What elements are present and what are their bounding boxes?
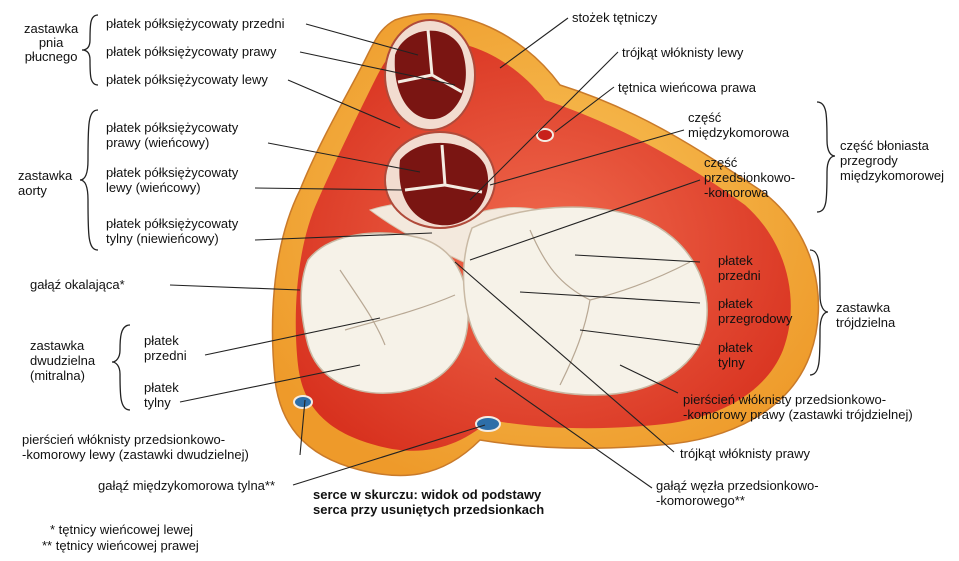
footnote-right-coronary: ** tętnicy wieńcowej prawej — [42, 538, 199, 554]
label-left-fibrous-ring: pierścień włóknisty przedsionkowo- -komo… — [22, 432, 249, 462]
label-atrioventricular-line1: część — [704, 155, 795, 170]
label-mitral-posterior-line1: płatek — [144, 380, 179, 395]
label-atrioventricular-part: część przedsionkowo- -komorowa — [704, 155, 795, 200]
label-av-node-branch: gałąź węzła przedsionkowo- -komorowego** — [656, 478, 819, 508]
label-pulm-anterior: płatek półksiężycowaty przedni — [106, 16, 284, 31]
label-aortic-left-line1: płatek półksiężycowaty — [106, 165, 238, 180]
label-tricuspid-anterior: płatek przedni — [718, 253, 761, 283]
label-av-node-line1: gałąź węzła przedsionkowo- — [656, 478, 819, 493]
label-tricuspid-posterior-line1: płatek — [718, 340, 753, 355]
figure-caption: serce w skurczu: widok od podstawy serca… — [313, 487, 544, 517]
group-pulmonary-line1: zastawka — [24, 22, 78, 36]
label-mitral-anterior: płatek przedni — [144, 333, 187, 363]
label-conus: stożek tętniczy — [572, 10, 657, 25]
label-interventricular-line1: część — [688, 110, 789, 125]
group-tricuspid-line1: zastawka — [836, 300, 895, 315]
label-right-fibrous-ring-line2: -komorowy prawy (zastawki trójdzielnej) — [683, 407, 913, 422]
label-tricuspid-septal-line1: płatek — [718, 296, 792, 311]
group-pulmonary-line2: pnia — [24, 36, 78, 50]
label-left-fibrous-trigone: trójkąt włóknisty lewy — [622, 45, 743, 60]
label-tricuspid-anterior-line2: przedni — [718, 268, 761, 283]
label-right-fibrous-ring: pierścień włóknisty przedsionkowo- -komo… — [683, 392, 913, 422]
label-tricuspid-anterior-line1: płatek — [718, 253, 761, 268]
group-mitral-line3: (mitralna) — [30, 368, 95, 383]
label-tricuspid-posterior-line2: tylny — [718, 355, 753, 370]
posterior-interventricular-vessel-icon — [476, 417, 500, 431]
label-mitral-posterior: płatek tylny — [144, 380, 179, 410]
label-aortic-right-line2: prawy (wieńcowy) — [106, 135, 238, 150]
footnotes: * tętnicy wieńcowej lewej ** tętnicy wie… — [42, 522, 199, 554]
group-pulmonary-valve: zastawka pnia płucnego — [24, 22, 78, 64]
group-aortic-line2: aorty — [18, 183, 72, 198]
group-tricuspid-valve: zastawka trójdzielna — [836, 300, 895, 330]
label-aortic-left: płatek półksiężycowaty lewy (wieńcowy) — [106, 165, 238, 195]
caption-line1: serce w skurczu: widok od podstawy — [313, 487, 544, 502]
label-aortic-posterior-line2: tylny (niewieńcowy) — [106, 231, 238, 246]
label-tricuspid-posterior: płatek tylny — [718, 340, 753, 370]
brace-pulmonary — [82, 15, 98, 85]
group-membranous-line3: międzykomorowej — [840, 168, 944, 183]
group-aortic-valve: zastawka aorty — [18, 168, 72, 198]
label-left-fibrous-ring-line1: pierścień włóknisty przedsionkowo- — [22, 432, 249, 447]
label-interventricular-line2: międzykomorowa — [688, 125, 789, 140]
brace-membranous — [817, 102, 835, 212]
label-mitral-anterior-line2: przedni — [144, 348, 187, 363]
brace-mitral — [112, 325, 130, 410]
group-pulmonary-line3: płucnego — [24, 50, 78, 64]
label-right-fibrous-trigone: trójkąt włóknisty prawy — [680, 446, 810, 461]
circumflex-vessel-icon — [294, 396, 312, 408]
group-membranous-line2: przegrody — [840, 153, 944, 168]
footnote-left-coronary: * tętnicy wieńcowej lewej — [42, 522, 199, 538]
group-membranous-line1: część błoniasta — [840, 138, 944, 153]
label-atrioventricular-line3: -komorowa — [704, 185, 795, 200]
label-atrioventricular-line2: przedsionkowo- — [704, 170, 795, 185]
brace-aortic — [80, 110, 98, 250]
label-pulm-right: płatek półksiężycowaty prawy — [106, 44, 277, 59]
label-aortic-posterior: płatek półksiężycowaty tylny (niewieńcow… — [106, 216, 238, 246]
group-aortic-line1: zastawka — [18, 168, 72, 183]
group-tricuspid-line2: trójdzielna — [836, 315, 895, 330]
label-left-fibrous-ring-line2: -komorowy lewy (zastawki dwudzielnej) — [22, 447, 249, 462]
caption-line2: serca przy usuniętych przedsionkach — [313, 502, 544, 517]
label-circumflex: gałąź okalająca* — [30, 277, 125, 292]
label-aortic-posterior-line1: płatek półksiężycowaty — [106, 216, 238, 231]
label-aortic-right: płatek półksiężycowaty prawy (wieńcowy) — [106, 120, 238, 150]
label-aortic-left-line2: lewy (wieńcowy) — [106, 180, 238, 195]
group-mitral-valve: zastawka dwudzielna (mitralna) — [30, 338, 95, 383]
label-pulm-left: płatek półksiężycowaty lewy — [106, 72, 268, 87]
label-right-fibrous-ring-line1: pierścień włóknisty przedsionkowo- — [683, 392, 913, 407]
label-right-coronary: tętnica wieńcowa prawa — [618, 80, 756, 95]
group-mitral-line1: zastawka — [30, 338, 95, 353]
label-tricuspid-septal: płatek przegrodowy — [718, 296, 792, 326]
group-membranous-part: część błoniasta przegrody międzykomorowe… — [840, 138, 944, 183]
label-mitral-anterior-line1: płatek — [144, 333, 187, 348]
label-aortic-right-line1: płatek półksiężycowaty — [106, 120, 238, 135]
group-mitral-line2: dwudzielna — [30, 353, 95, 368]
label-interventricular-part: część międzykomorowa — [688, 110, 789, 140]
label-posterior-interventricular: gałąź międzykomorowa tylna** — [98, 478, 275, 493]
label-mitral-posterior-line2: tylny — [144, 395, 179, 410]
label-tricuspid-septal-line2: przegrodowy — [718, 311, 792, 326]
mitral-valve — [301, 233, 468, 393]
label-av-node-line2: -komorowego** — [656, 493, 819, 508]
